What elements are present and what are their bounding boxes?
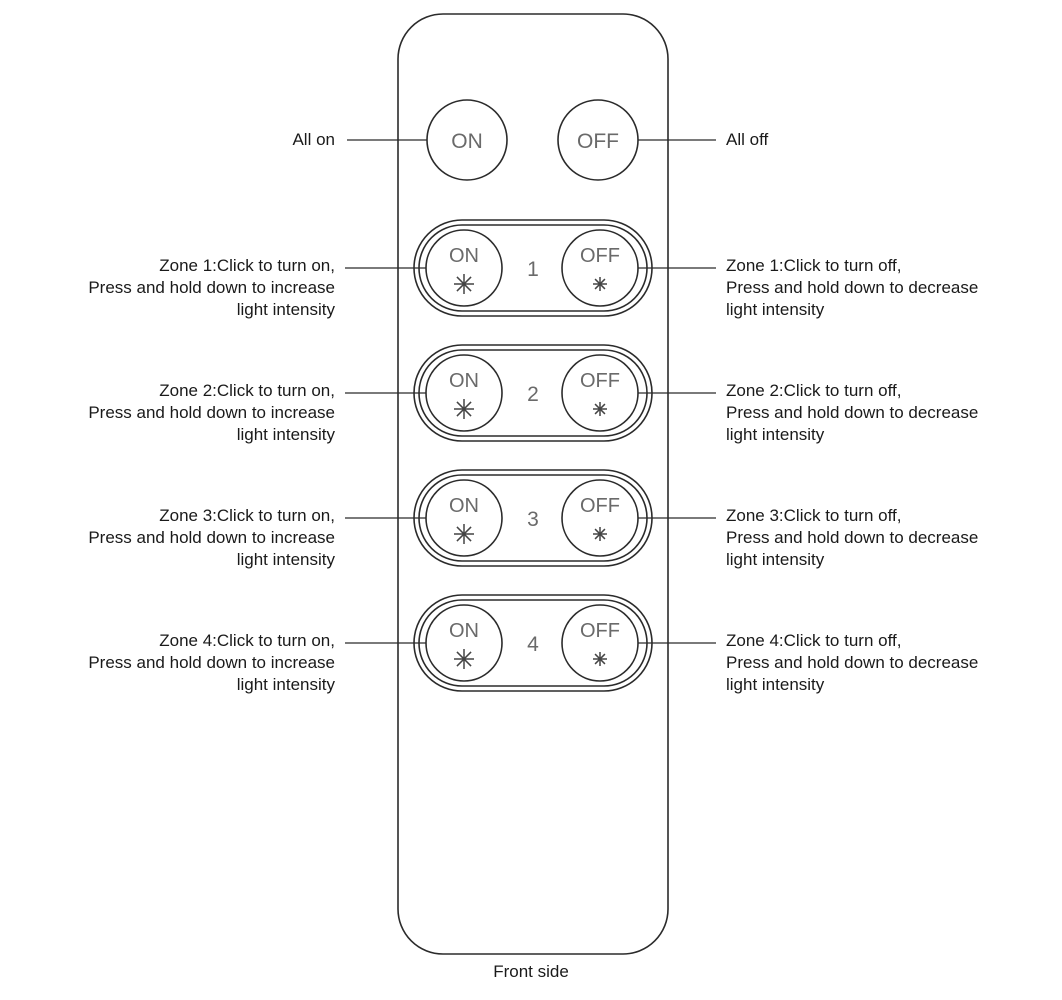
brightness-down-icon [593, 527, 607, 541]
brightness-up-icon [454, 274, 474, 294]
zone-3-number: 3 [527, 508, 539, 531]
zone-4-on-label: ON [449, 620, 479, 642]
brightness-up-icon [454, 399, 474, 419]
annotation-line: Press and hold down to decrease [726, 278, 979, 297]
annotation-line: Press and hold down to increase [88, 528, 335, 547]
annotation-line: Zone 1:Click to turn off, [726, 256, 902, 275]
zone-2-off-button[interactable]: OFF [561, 354, 639, 432]
annotation-line: Zone 3:Click to turn on, [159, 506, 335, 525]
zone-2-off-annotation: Zone 2:Click to turn off, Press and hold … [726, 380, 978, 446]
annotation-line: light intensity [236, 550, 335, 569]
annotation-line: Zone 2:Click to turn on, [159, 381, 335, 400]
zone-3-off-button[interactable]: OFF [561, 479, 639, 557]
annotation-line: Zone 4:Click to turn on, [159, 631, 335, 650]
annotation-line: Zone 1:Click to turn on, [159, 256, 335, 275]
annotation-line: Press and hold down to increase [88, 653, 335, 672]
annotation-line: light intensity [726, 675, 825, 694]
annotation-line: Zone 3:Click to turn off, [726, 506, 902, 525]
brightness-up-icon [454, 524, 474, 544]
all-off-button-label: OFF [577, 130, 619, 153]
zone-1-off-annotation: Zone 1:Click to turn off, Press and hold … [726, 255, 978, 321]
zone-3-off-label: OFF [580, 495, 620, 517]
annotation-line: Zone 2:Click to turn off, [726, 381, 902, 400]
all-on-button-label: ON [451, 130, 483, 153]
brightness-down-icon [593, 277, 607, 291]
zone-3-on-label: ON [449, 495, 479, 517]
annotation-line: Press and hold down to increase [88, 403, 335, 422]
all-on-annotation: All on [292, 129, 335, 151]
zone-1-on-label: ON [449, 245, 479, 267]
annotation-line: Zone 4:Click to turn off, [726, 631, 902, 650]
annotation-line: Press and hold down to decrease [726, 653, 979, 672]
all-off-button[interactable]: OFF [557, 99, 639, 181]
annotation-line: light intensity [726, 425, 825, 444]
annotation-line: Press and hold down to decrease [726, 403, 979, 422]
annotation-line: light intensity [726, 550, 825, 569]
zone-4-off-button[interactable]: OFF [561, 604, 639, 682]
brightness-down-icon [593, 652, 607, 666]
zone-4-on-button[interactable]: ON [425, 604, 503, 682]
zone-2-on-label: ON [449, 370, 479, 392]
annotation-line: light intensity [236, 425, 335, 444]
zone-3-off-annotation: Zone 3:Click to turn off, Press and hold … [726, 505, 978, 571]
zone-1-number: 1 [527, 258, 539, 281]
brightness-up-icon [454, 649, 474, 669]
zone-2-on-button[interactable]: ON [425, 354, 503, 432]
all-off-annotation: All off [726, 129, 768, 151]
zone-4-on-annotation: Zone 4:Click to turn on, Press and hold d… [88, 630, 335, 696]
front-side-caption: Front side [493, 962, 569, 981]
all-on-annotation-text: All on [292, 130, 335, 149]
zone-4-number: 4 [527, 633, 539, 656]
zone-1-on-button[interactable]: ON [425, 229, 503, 307]
annotation-line: light intensity [236, 300, 335, 319]
brightness-down-icon [593, 402, 607, 416]
all-on-button[interactable]: ON [426, 99, 508, 181]
annotation-line: Press and hold down to decrease [726, 528, 979, 547]
zone-4-off-label: OFF [580, 620, 620, 642]
annotation-line: Press and hold down to increase [88, 278, 335, 297]
zone-4-off-annotation: Zone 4:Click to turn off, Press and hold … [726, 630, 978, 696]
remote-body [397, 13, 669, 955]
zone-1-on-annotation: Zone 1:Click to turn on, Press and hold d… [88, 255, 335, 321]
annotation-line: light intensity [726, 300, 825, 319]
zone-3-on-annotation: Zone 3:Click to turn on, Press and hold d… [88, 505, 335, 571]
zone-2-off-label: OFF [580, 370, 620, 392]
all-off-annotation-text: All off [726, 130, 769, 149]
zone-1-off-button[interactable]: OFF [561, 229, 639, 307]
annotation-line: light intensity [236, 675, 335, 694]
zone-2-on-annotation: Zone 2:Click to turn on, Press and hold d… [88, 380, 335, 446]
zone-2-number: 2 [527, 383, 539, 406]
zone-1-off-label: OFF [580, 245, 620, 267]
zone-3-on-button[interactable]: ON [425, 479, 503, 557]
